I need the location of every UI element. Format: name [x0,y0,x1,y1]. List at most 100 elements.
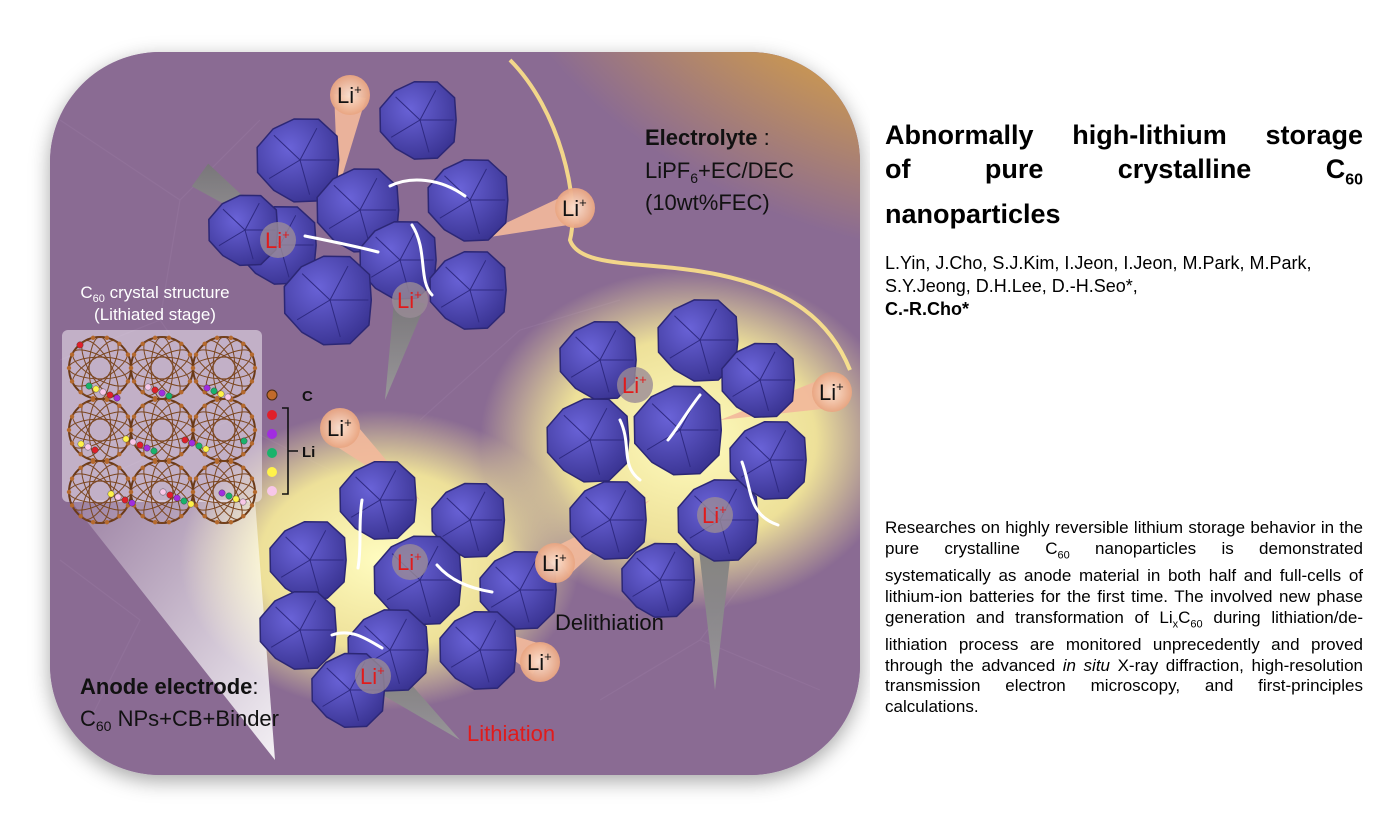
crystal-structure [62,330,262,525]
svg-text:e-: e- [0,372,17,398]
article-title-line3: nanoparticles [885,199,1061,230]
svg-text:Li+: Li+ [337,82,362,108]
anode-title: Anode electrode: [80,674,259,699]
li-site [114,493,122,501]
li-site [151,386,159,394]
li-site [195,442,203,450]
c60-particle [621,542,696,619]
li-site [158,389,166,397]
c60-particle [431,482,506,559]
li-ion: Li+ [617,367,653,403]
electron-arrow: e- [0,460,780,765]
li-site [85,382,93,390]
li-site [136,441,144,449]
c60-cage [190,459,258,525]
li-site [202,445,210,453]
c60-particle [729,420,807,500]
electron-arrow: e- [0,234,380,345]
svg-text:Li+: Li+ [542,550,567,576]
author-list: L.Yin, J.Cho, S.J.Kim, I.Jeon, I.Jeon, M… [885,252,1363,321]
electrolyte-title: Electrolyte : [645,125,770,150]
c60-cage [128,459,196,525]
li-ion: Li+ [535,543,575,583]
c60-particle [379,80,457,160]
li-site [91,446,99,454]
li-beam-shadow [385,296,426,400]
li-site [180,497,188,505]
electron-arrow: e- [0,439,494,594]
electrolyte-region [380,52,860,410]
legend-li-label: Li [302,444,315,461]
electron-arrow: e- [0,418,642,630]
authors-corresponding: C.-R.Cho* [885,299,969,319]
li-site [166,491,174,499]
c60-particle [429,250,507,330]
svg-text:Li+: Li+ [702,502,727,528]
legend-li-dot-green [267,448,277,458]
c60-particle [283,255,373,346]
li-site [92,385,100,393]
li-site [107,490,115,498]
crystal-subtitle: (Lithiated stage) [94,305,216,324]
li-site [84,443,92,451]
li-site [129,438,137,446]
svg-text:Li+: Li+ [265,227,290,253]
electron-arrow: e- [0,178,467,430]
li-site [77,440,85,448]
article-title-line1: Abnormally high-lithium storage [885,120,1363,150]
c60-particle [439,610,517,690]
article-title: Abnormally high-lithium storage of pure … [885,118,1363,231]
c60-particle [633,385,723,476]
anode-composition: C60 NPs+CB+Binder [80,706,279,734]
legend-carbon-label: C [302,388,313,405]
c60-particle [559,320,637,400]
li-ion: Li+ [320,408,360,448]
electron-arrow: e- [0,345,364,570]
c60-particle [546,398,630,483]
electrolyte-additive: (10wt%FEC) [645,190,770,215]
svg-text:Li+: Li+ [327,415,352,441]
li-site [232,495,240,503]
svg-text:e-: e- [0,739,17,765]
c60-particle [269,520,347,600]
delithiation-label: Delithiation [555,610,664,635]
svg-text:e-: e- [0,319,17,345]
li-site [240,437,248,445]
li-site [181,436,189,444]
li-ion: Li+ [260,222,296,258]
li-beam [334,93,366,190]
li-site [122,435,130,443]
legend-carbon-dot [266,389,278,401]
li-ion: Li+ [520,642,560,682]
li-site [187,500,195,508]
li-site [159,488,167,496]
overlay-group: Li+Li+Li+Li+Li+Li+Li+Li+Li+Li+Li+Li+e-e-… [0,75,852,765]
li-site [218,489,226,497]
li-ion: Li+ [555,188,595,228]
c60-particle [721,342,796,419]
li-ion: Li+ [812,372,852,412]
legend-li-dot-yellow [267,467,277,477]
legend-li-dot-purple [267,429,277,439]
svg-text:Li+: Li+ [397,287,422,313]
legend-li-dot-pink [267,486,277,496]
battery-diagram: Li+Li+Li+Li+Li+Li+Li+Li+Li+Li+Li+Li+e-e-… [0,52,860,775]
li-ion: Li+ [330,75,370,115]
svg-text:Li+: Li+ [360,663,385,689]
li-site [150,447,158,455]
crystal-projection-beam [70,500,275,760]
legend-li-dot-red [267,410,277,420]
c60-particle [259,590,337,670]
li-ion: Li+ [697,497,733,533]
li-site [144,383,152,391]
c60-cluster-group [208,80,807,729]
article-title-line2: of pure crystalline C60 [885,154,1363,189]
crystal-title: C60 crystal structure [80,283,229,305]
authors-text: L.Yin, J.Cho, S.J.Kim, I.Jeon, I.Jeon, M… [885,253,1312,296]
li-site [210,387,218,395]
svg-text:e-: e- [0,604,17,630]
li-site [224,393,232,401]
svg-text:e-: e- [0,439,17,465]
svg-text:Li+: Li+ [562,195,587,221]
electron-arrow: e- [0,393,702,698]
